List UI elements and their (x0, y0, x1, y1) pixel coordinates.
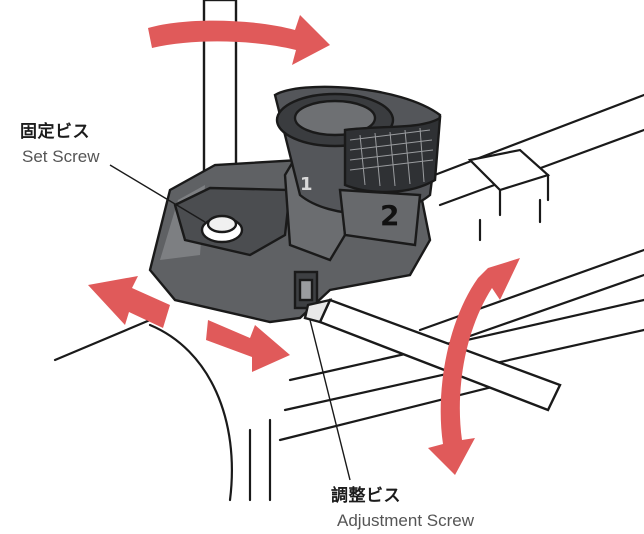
set-screw-label-en: Set Screw (22, 147, 100, 166)
dial-number-small: 1 (300, 174, 313, 195)
adjustment-screw-label-jp: 調整ビス (331, 486, 401, 506)
set-screw-label-jp: 固定ビス (20, 122, 90, 142)
adjustment-screw-label-en: Adjustment Screw (337, 511, 474, 530)
rotation-arrow-vertical (428, 258, 520, 475)
rotation-arrow-top (148, 15, 330, 65)
elevation-dial: 2 1 (273, 85, 442, 247)
adjustment-screwdriver (303, 298, 562, 412)
lateral-arrow-left (88, 276, 170, 328)
dial-number-main: 2 (380, 199, 399, 232)
lateral-arrow-right (206, 320, 290, 372)
leader-lines (109, 164, 351, 481)
